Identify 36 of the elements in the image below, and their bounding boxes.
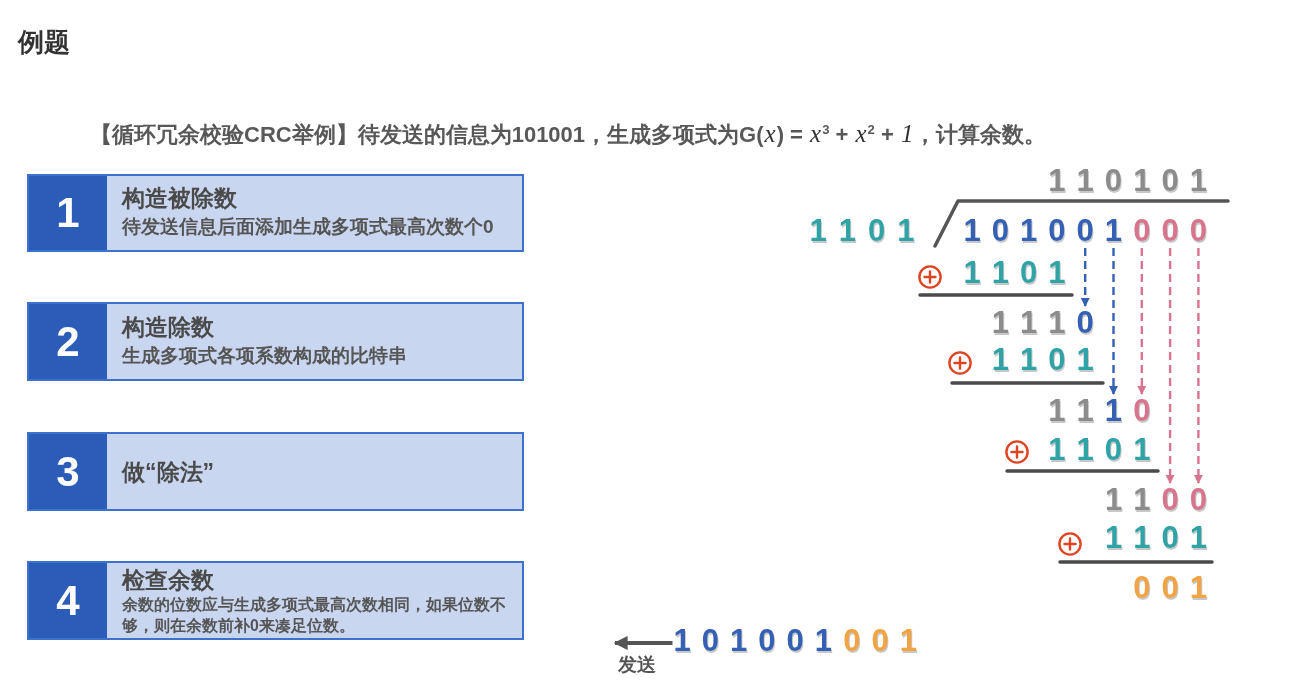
step-title: 做“除法” <box>122 457 214 486</box>
subtrahend-bits: 1 1 0 1 <box>1104 521 1208 555</box>
step-box <box>27 302 524 381</box>
dashed-arrow <box>1137 248 1147 395</box>
step-description: 余数的位数应与生成多项式最高次数相同，如果位数不够，则在余数前补0来凑足位数。 <box>122 594 507 636</box>
step-description: 待发送信息后面添加生成多项式最高次数个0 <box>122 215 494 239</box>
subtrahend-bits: 1 1 0 1 <box>962 256 1067 290</box>
step-title: 检查余数 <box>122 565 214 594</box>
step-box <box>27 174 524 252</box>
partial-remainder: 1 1 0 0 <box>1104 483 1208 517</box>
dashed-arrow <box>1080 248 1090 307</box>
subtrahend-bits: 1 1 0 1 <box>990 343 1095 377</box>
step-number: 2 <box>29 304 107 379</box>
partial-remainder: 1 1 1 0 <box>1047 394 1152 428</box>
remainder-bits: 0 0 1 <box>1132 571 1208 605</box>
arrow <box>613 636 673 650</box>
step-number: 1 <box>29 176 107 250</box>
dashed-arrow <box>1193 248 1203 484</box>
dividend-bits: 1 0 1 0 0 1 0 0 0 <box>962 214 1208 248</box>
edge-label: 发送 <box>616 653 658 677</box>
divisor-bits: 1 1 0 1 <box>808 214 916 248</box>
transmitted-bits: 1 0 1 0 0 1 0 0 1 <box>672 624 918 658</box>
subtrahend-bits: 1 1 0 1 <box>1047 433 1152 467</box>
dashed-arrow <box>1109 248 1118 395</box>
step-description: 生成多项式各项系数构成的比特串 <box>122 343 407 368</box>
problem-statement: 【循环冗余校验CRC举例】待发送的信息为101001，生成多项式为G(x) = x$^{3}$ + x$^{2}$ + 1，计算余数。 <box>90 119 1047 150</box>
dashed-arrow <box>1165 248 1175 484</box>
quotient-bits: 1 1 0 1 0 1 <box>1047 164 1208 198</box>
step-box <box>27 561 524 640</box>
step-number: 4 <box>29 563 107 638</box>
page-title: 例题 <box>18 26 70 59</box>
step-title: 构造被除数 <box>122 184 237 212</box>
partial-remainder: 1 1 1 0 <box>990 306 1095 340</box>
step-box <box>27 432 524 511</box>
step-number: 3 <box>29 434 107 509</box>
step-title: 构造除数 <box>122 312 214 341</box>
